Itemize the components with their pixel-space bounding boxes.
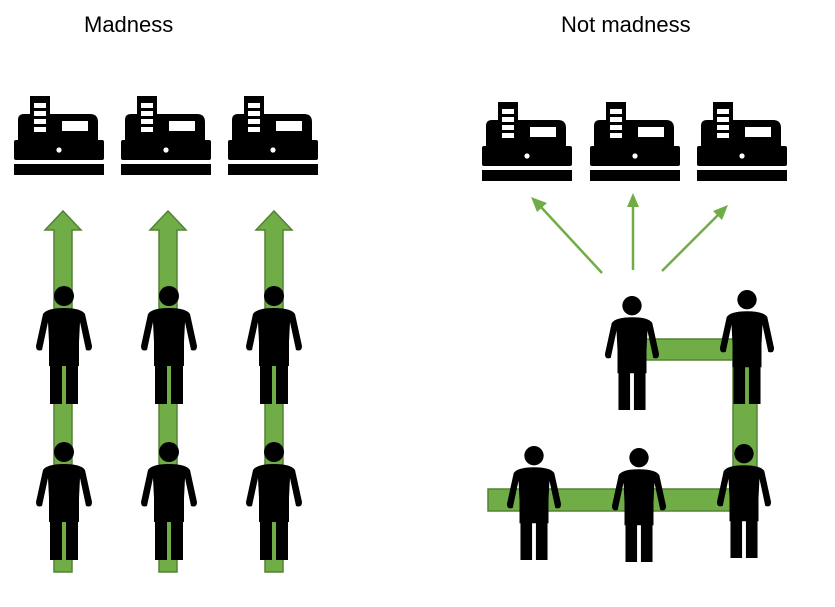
- arrowhead: [531, 197, 547, 212]
- cash-register-icon: [228, 96, 318, 175]
- madness-title: Madness: [84, 12, 174, 37]
- cash-register-icon: [121, 96, 211, 175]
- arrowhead: [627, 193, 639, 207]
- cash-register-icon: [590, 102, 680, 181]
- left-section: [14, 96, 318, 573]
- right-section: [482, 102, 787, 562]
- cash-register-icon: [14, 96, 104, 175]
- dispatch-arrow-left: [540, 206, 603, 274]
- cash-register-icon: [697, 102, 787, 181]
- dispatch-arrows: [531, 193, 728, 274]
- not-madness-title: Not madness: [561, 12, 691, 37]
- cash-register-icon: [482, 102, 572, 181]
- arrowhead: [713, 205, 728, 220]
- dispatch-arrow-right: [661, 213, 720, 272]
